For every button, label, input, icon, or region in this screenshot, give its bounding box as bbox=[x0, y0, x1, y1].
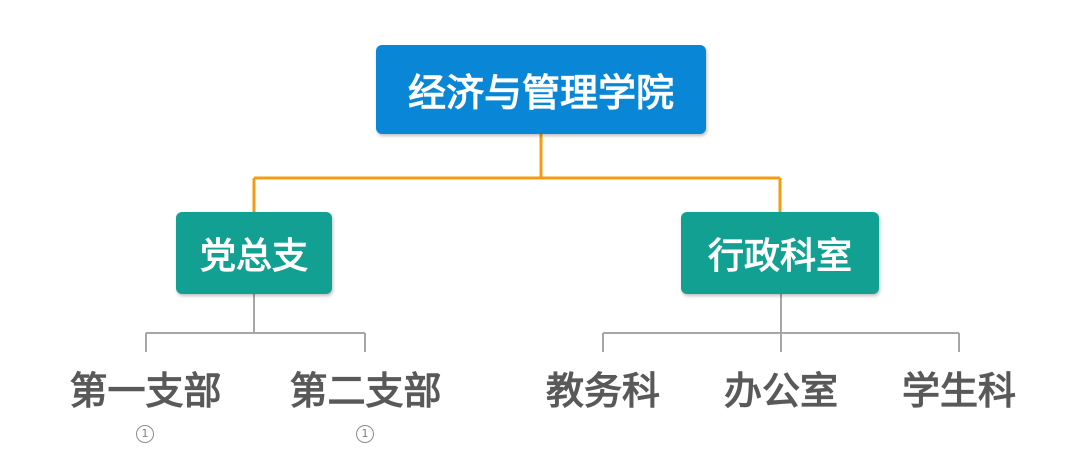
branch-node-label: 行政科室 bbox=[707, 236, 852, 277]
count-badge: 1 bbox=[136, 425, 154, 443]
branch-node-label: 党总支 bbox=[199, 236, 308, 277]
leaf-node-first-branch: 第一支部 bbox=[69, 369, 222, 413]
count-badge: 1 bbox=[356, 425, 374, 443]
branch-node-admin: 行政科室 bbox=[681, 212, 879, 294]
leaf-node-academic-affairs: 教务科 bbox=[545, 369, 660, 413]
root-connector bbox=[252, 134, 782, 212]
branch-node-party: 党总支 bbox=[176, 212, 332, 294]
leaf-node-office: 办公室 bbox=[723, 369, 838, 413]
root-node: 经济与管理学院 bbox=[376, 45, 706, 134]
leaf-node-student-affairs: 学生科 bbox=[901, 369, 1016, 413]
admin-branch-connector bbox=[602, 294, 960, 352]
leaf-node-second-branch: 第二支部 bbox=[289, 369, 442, 413]
root-node-label: 经济与管理学院 bbox=[407, 71, 674, 115]
party-branch-connector bbox=[145, 294, 366, 352]
